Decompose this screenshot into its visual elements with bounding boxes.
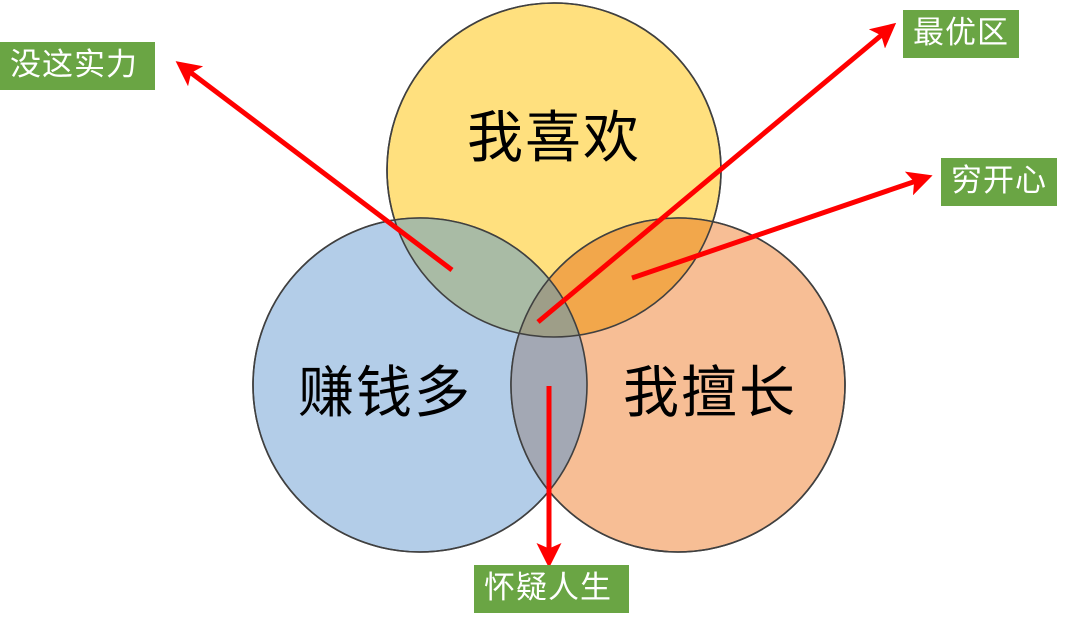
- arrow-no-skill: [175, 61, 454, 272]
- arrow-optimal-zone: [536, 22, 897, 324]
- arrow-poor-but-happy: [631, 171, 933, 281]
- circle-outline-good-at: [510, 217, 846, 553]
- callout-poor-but-happy: 穷开心: [941, 158, 1057, 206]
- callout-doubt-life: 怀疑人生: [474, 565, 629, 613]
- callout-no-skill: 没这实力: [0, 42, 155, 90]
- overlap-like-money: [387, 218, 587, 337]
- circle-outline-earn-money: [252, 217, 588, 553]
- callout-optimal-zone: 最优区: [903, 10, 1019, 58]
- overlap-like-goodat: [511, 218, 721, 337]
